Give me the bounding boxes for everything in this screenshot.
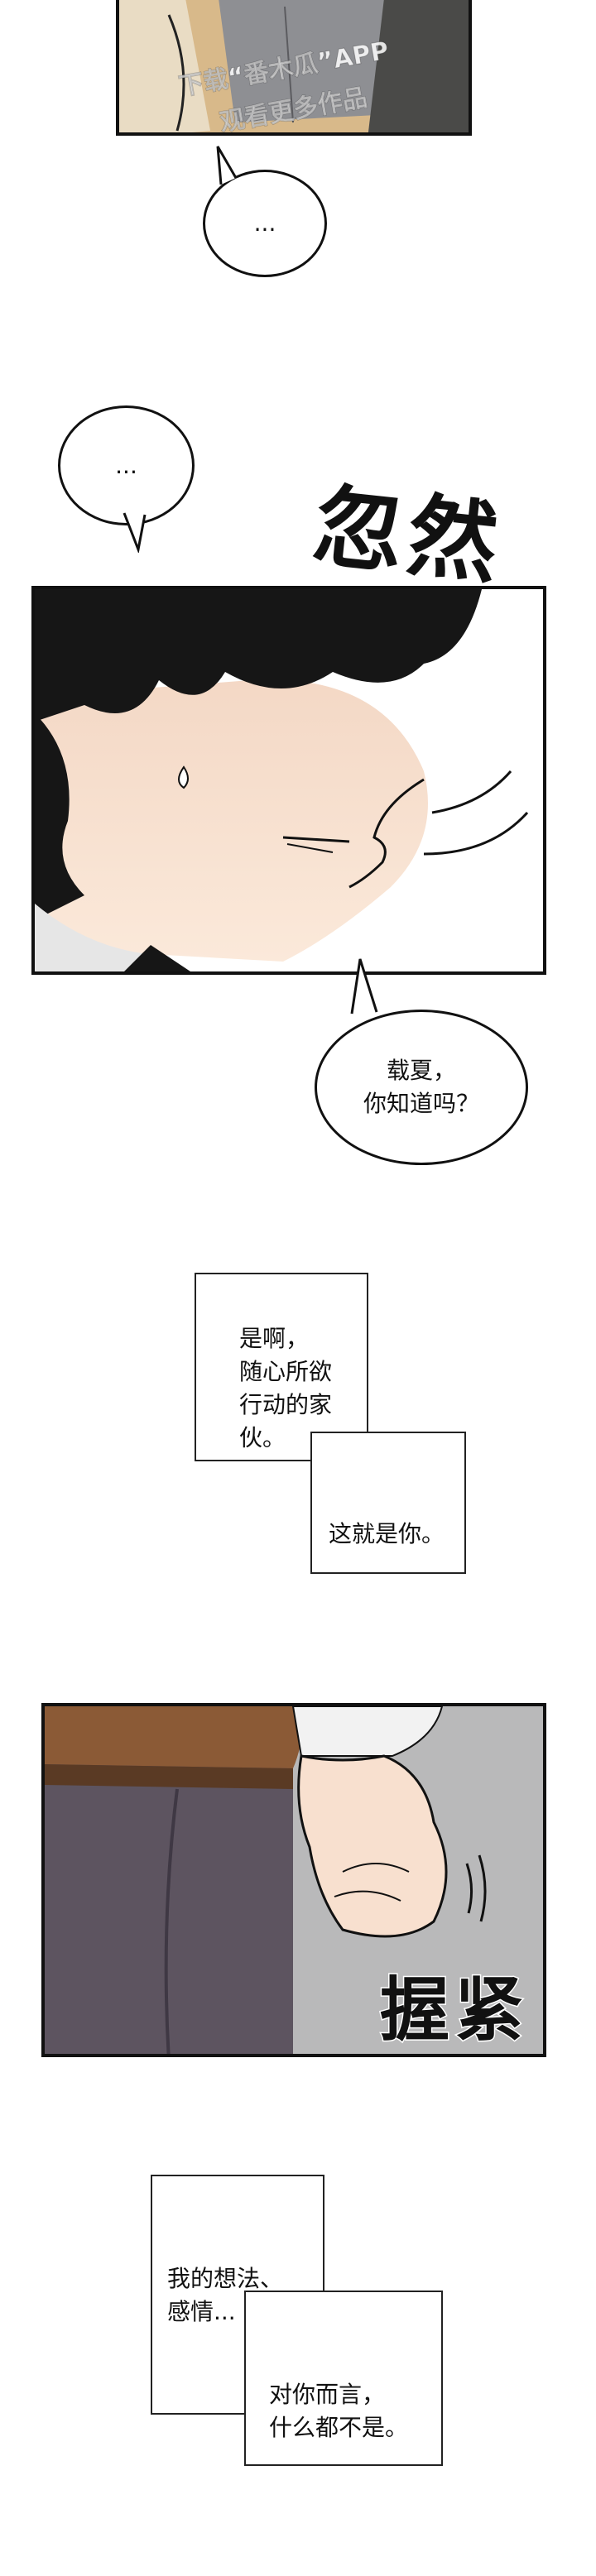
bubble-text: 载夏， 你知道吗？ xyxy=(363,1057,479,1117)
narration-text: 我的想法、 感情... xyxy=(167,2265,284,2325)
sfx-sudden: 忽然 xyxy=(308,473,509,598)
panel-face xyxy=(31,586,546,975)
bubble-text: ... xyxy=(253,209,276,237)
panel-fist-art xyxy=(45,1706,543,2054)
bubble-text: ... xyxy=(115,451,137,479)
bubble-tail-1 xyxy=(216,146,238,185)
narration-text: 对你而言， 什么都不是。 xyxy=(269,2381,409,2441)
panel-face-art xyxy=(35,589,543,971)
speech-bubble-ellipsis-2: ... xyxy=(58,405,195,525)
panel-top-art xyxy=(119,0,469,132)
bubble-tail-3 xyxy=(350,958,378,1015)
narration-box-1: 是啊， 随心所欲 行动的家 伙。 xyxy=(195,1273,368,1461)
narration-text: 这就是你。 xyxy=(329,1520,445,1547)
speech-bubble-question: 载夏， 你知道吗？ xyxy=(315,1010,528,1165)
panel-top: 下载“番木瓜”APP 观看更多作品 xyxy=(116,0,472,136)
narration-text: 是啊， 随心所欲 行动的家 伙。 xyxy=(239,1325,333,1451)
speech-bubble-ellipsis-1: ... xyxy=(203,170,327,277)
bubble-tail-2 xyxy=(123,512,147,553)
narration-box-4: 对你而言， 什么都不是。 xyxy=(244,2291,443,2466)
narration-box-2: 这就是你。 xyxy=(310,1432,466,1574)
sfx-clench: 握紧 xyxy=(378,1969,530,2052)
panel-fist: 握紧 xyxy=(41,1703,546,2057)
